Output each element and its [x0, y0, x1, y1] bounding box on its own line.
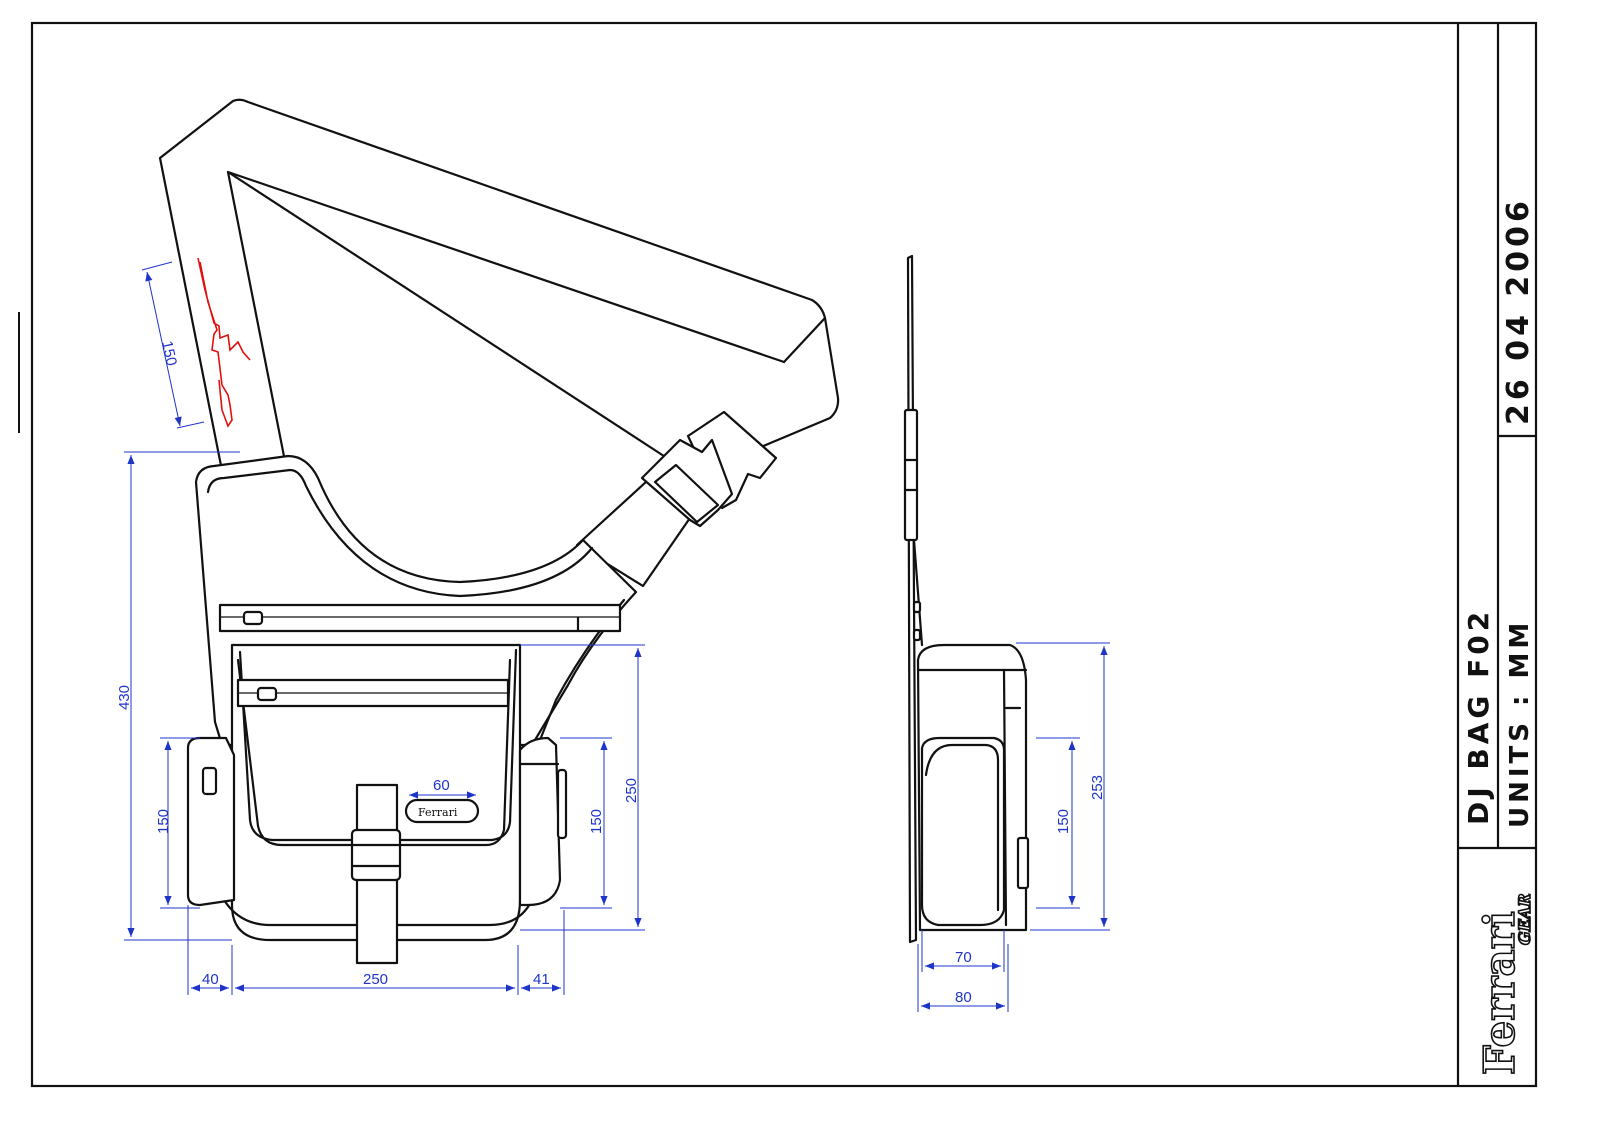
dimension-lines	[124, 261, 1110, 1012]
units-label: UNITS : MM	[1505, 619, 1535, 828]
dim-side-pocket-height: 150	[1055, 809, 1072, 834]
side-back-panel	[906, 254, 918, 944]
svg-text:Ferrari: Ferrari	[418, 806, 458, 819]
front-view: Ferrari	[158, 98, 840, 965]
top-zipper	[218, 603, 622, 633]
dim-front-height: 250	[623, 778, 640, 803]
right-side-pocket	[518, 736, 562, 907]
brand-sub: GEAR	[1515, 893, 1534, 945]
dim-body-width: 250	[363, 971, 388, 988]
front-badge: Ferrari	[404, 798, 480, 824]
dim-logo-length: 150	[158, 339, 180, 367]
dim-badge-width: 60	[433, 777, 450, 794]
dim-right-pocket-height: 150	[588, 809, 605, 834]
strap-logo-accent	[197, 257, 251, 428]
drawing-date: 26 04 2006	[1501, 197, 1536, 425]
brand-main: Ferrari	[1475, 911, 1524, 1075]
dim-side-height: 253	[1089, 775, 1106, 800]
dimension-labels: 150 430 150 60 250 150 40 250 41 150 253…	[116, 339, 1106, 1006]
title-block: DJ BAG F02 UNITS : MM 26 04 2006 Ferrari…	[1456, 23, 1536, 1086]
strap-buckle	[640, 410, 778, 528]
left-side-pocket	[186, 736, 236, 907]
dim-side-inner-depth: 70	[955, 949, 972, 966]
drawing-title: DJ BAG F02	[1462, 608, 1495, 825]
dim-total-height: 430	[116, 685, 133, 710]
side-view	[903, 254, 1030, 944]
front-strap-buckle	[350, 783, 402, 965]
ferrari-gear-logo: Ferrari GEAR	[1474, 893, 1535, 1076]
dim-left-pocket-width: 40	[202, 971, 219, 988]
drawing-border	[30, 21, 1538, 1088]
dim-right-pocket-width: 41	[533, 971, 550, 988]
dim-side-outer-depth: 80	[955, 989, 972, 1006]
dim-left-pocket-height: 150	[155, 809, 172, 834]
side-pocket	[920, 736, 1006, 927]
